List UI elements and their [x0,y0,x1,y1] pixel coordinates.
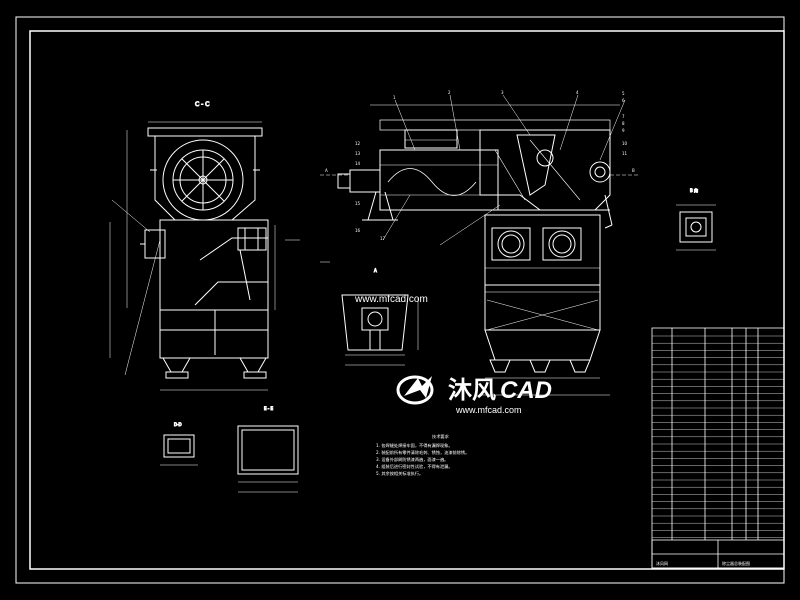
callout: 8 [622,121,625,126]
view-b: B 向 [676,187,716,251]
view-b-title: B 向 [690,187,698,193]
note-line: 1. 各焊缝处焊接牢固，不得有漏焊现象。 [376,442,453,449]
watermark-brand-cn: 沐风 [448,376,496,404]
parts-list-table [651,327,785,569]
note-line: 2. 装配前所有零件清除毛刺、锈蚀，油漆前除锈。 [376,449,469,456]
technical-notes: 技术要求 1. 各焊缝处焊接牢固，不得有漏焊现象。 2. 装配前所有零件清除毛刺… [376,433,469,477]
section-cc-view: C - C [109,101,330,391]
callout: 16 [355,228,361,233]
inner-border [29,30,785,570]
callout: 11 [622,151,628,156]
callout: 12 [355,141,361,146]
callout: 4 [576,90,579,95]
main-front-view [320,94,640,396]
view-b-arrow-label: B [632,168,635,173]
callout: 1 [393,95,396,100]
title-block [651,539,785,569]
watermark-logo-icon [396,375,434,405]
view-a: A [341,268,419,366]
callout: 6 [622,98,625,103]
parts-rows [652,335,784,538]
view-a-arrow-label: A [325,168,328,173]
callout: 17 [380,236,386,241]
callout: 13 [355,151,361,156]
section-ee: E - E [237,406,299,493]
title-block-company: 沐风网 [656,560,668,566]
callout: 14 [355,161,361,166]
watermark: www.mfcad.com 沐风 CAD www.mfcad.com [354,294,552,415]
section-dd: D-D [160,422,198,466]
callout: 9 [622,128,625,133]
section-dd-title: D-D [174,422,182,427]
callout: 15 [355,201,361,206]
callouts: 1 2 3 4 5 6 7 8 9 10 11 12 13 14 15 16 1… [325,90,635,241]
section-ee-title: E - E [264,406,274,411]
note-line: 3. 设备外部刷防锈漆两遍，面漆一遍。 [376,456,448,463]
section-cc-label: C - C [195,101,209,108]
watermark-site-top: www.mfcad.com [354,294,428,305]
watermark-brand-en: CAD [500,377,552,404]
view-a-title: A [374,268,377,273]
callout: 10 [622,141,628,146]
callout: 5 [622,91,625,96]
watermark-site-bottom: www.mfcad.com [455,405,522,415]
notes-title: 技术要求 [432,433,450,440]
title-block-drawing-name: 除尘器总装配图 [722,560,750,566]
callout: 7 [622,114,625,119]
note-line: 5. 其余按相关标准执行。 [376,470,423,477]
callout: 2 [448,90,451,95]
callout: 3 [501,90,504,95]
note-line: 4. 组装后进行密封性试验，不得有泄漏。 [376,463,453,470]
